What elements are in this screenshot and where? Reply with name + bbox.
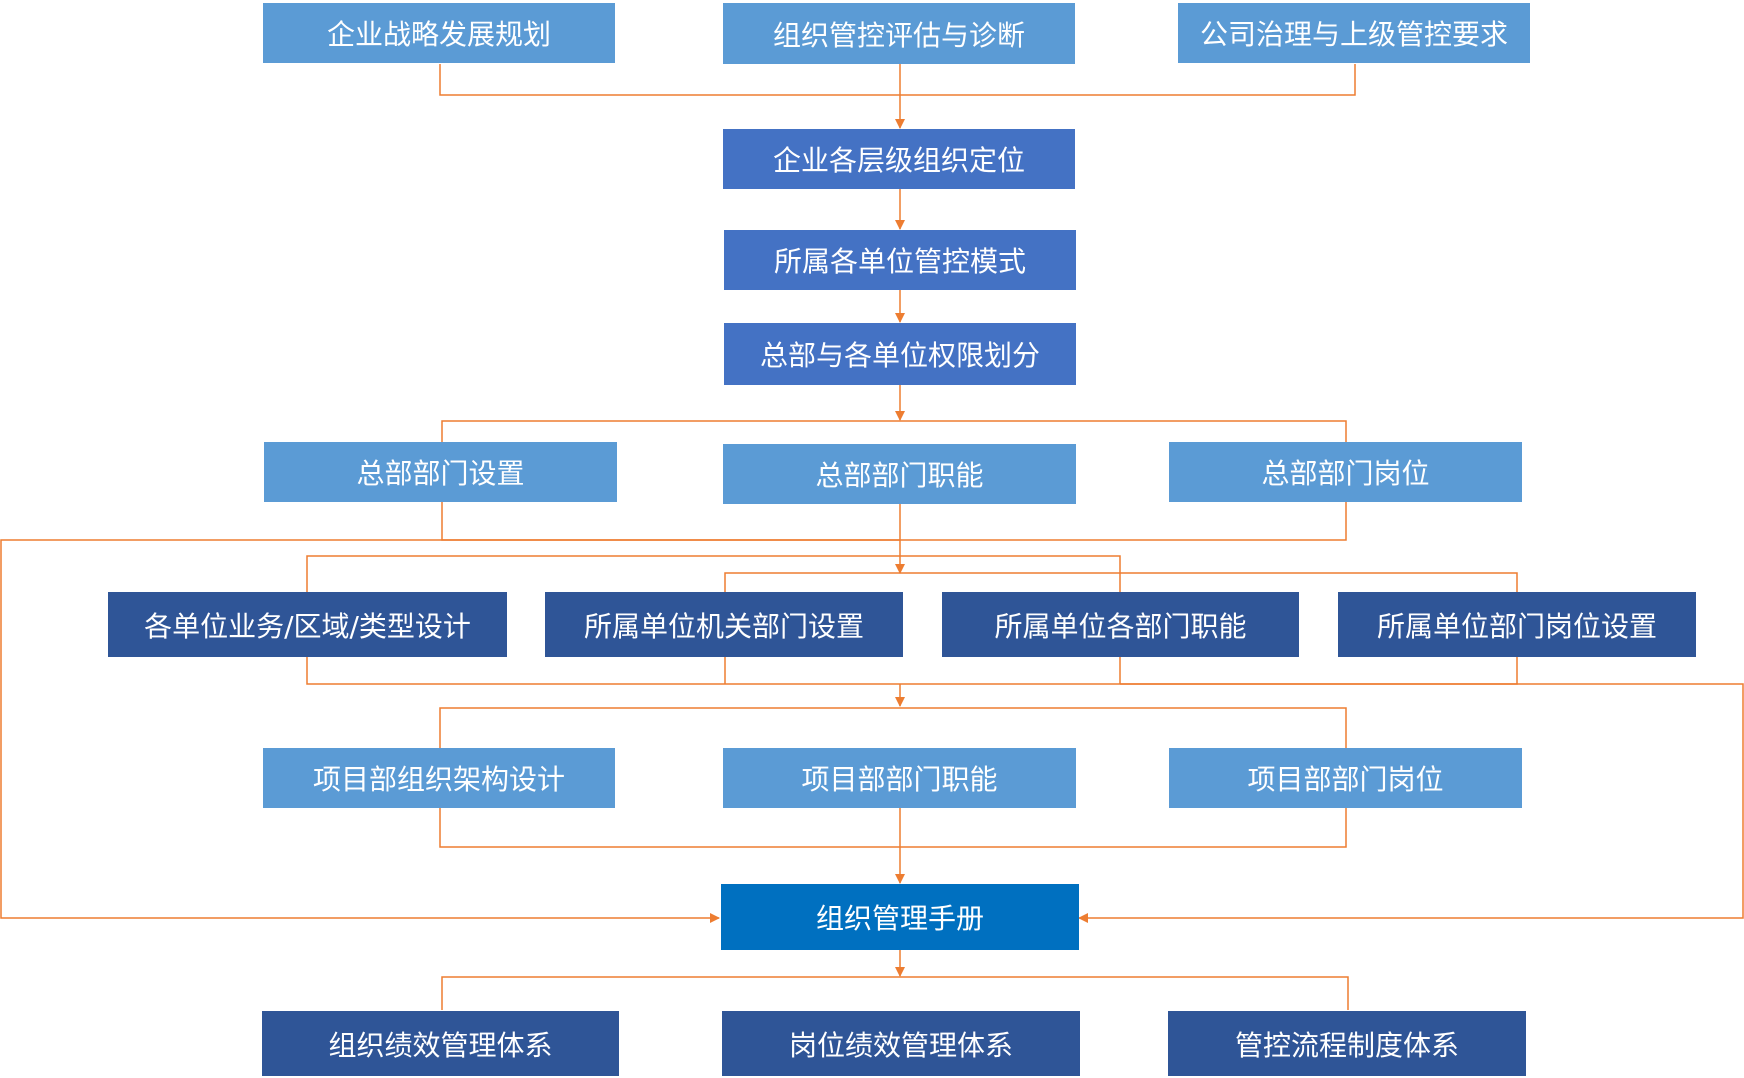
connector-bottom-split (441, 976, 1349, 1010)
node-label: 项目部部门岗位 (1247, 763, 1444, 796)
node-label: 项目部部门职能 (801, 763, 998, 796)
connector-project-split (439, 707, 1347, 748)
node-project-structure: 项目部组织架构设计 (263, 748, 615, 808)
node-label: 总部部门职能 (815, 459, 984, 492)
connector-right-loop (1078, 683, 1744, 923)
node-hq-dept-setup: 总部部门设置 (264, 442, 617, 502)
connector-left-loop (0, 539, 900, 923)
node-unit-dept-function: 所属单位各部门职能 (942, 592, 1299, 657)
node-hq-dept-post: 总部部门岗位 (1169, 442, 1522, 502)
node-label: 所属单位各部门职能 (994, 609, 1247, 643)
node-label: 所属单位部门岗位设置 (1376, 609, 1657, 643)
node-project-post: 项目部部门岗位 (1169, 748, 1522, 808)
node-hq-dept-function: 总部部门职能 (723, 444, 1076, 504)
node-label: 组织管控评估与诊断 (772, 18, 1025, 52)
node-unit-post-setup: 所属单位部门岗位设置 (1338, 592, 1696, 657)
node-label: 所属单位机关部门设置 (583, 609, 864, 643)
node-label: 项目部组织架构设计 (312, 763, 565, 796)
connector-hq-split (441, 420, 1347, 442)
connector-hq-merge (441, 502, 1347, 541)
node-unit-dept-setup: 所属单位机关部门设置 (545, 592, 903, 657)
node-unit-design: 各单位业务/区域/类型设计 (108, 592, 507, 657)
node-label: 公司治理与上级管控要求 (1199, 18, 1508, 51)
node-strategy: 企业战略发展规划 (263, 3, 615, 63)
node-assessment: 组织管控评估与诊断 (723, 3, 1075, 64)
node-label: 管控流程制度体系 (1234, 1028, 1459, 1062)
node-label: 所属各单位管控模式 (773, 245, 1026, 278)
connector-unit-merge (306, 657, 1518, 685)
node-label: 总部部门岗位 (1261, 457, 1430, 490)
node-label: 总部与各单位权限划分 (759, 339, 1040, 372)
node-label: 组织管理手册 (815, 902, 984, 935)
connector-unit-split-inner (724, 572, 1518, 592)
node-project-function: 项目部部门职能 (723, 748, 1076, 808)
node-org-performance: 组织绩效管理体系 (262, 1011, 619, 1076)
node-positioning: 企业各层级组织定位 (723, 129, 1075, 189)
node-label: 岗位绩效管理体系 (788, 1028, 1013, 1062)
connector-top-merge (439, 64, 1356, 96)
node-process-system: 管控流程制度体系 (1168, 1011, 1526, 1076)
node-authority: 总部与各单位权限划分 (724, 323, 1076, 385)
node-label: 企业各层级组织定位 (772, 144, 1025, 177)
node-governance: 公司治理与上级管控要求 (1178, 3, 1530, 63)
node-label: 组织绩效管理体系 (328, 1028, 553, 1062)
node-label: 各单位业务/区域/类型设计 (144, 609, 471, 643)
node-post-performance: 岗位绩效管理体系 (722, 1011, 1080, 1076)
connector-unit-split-outer (306, 555, 1121, 592)
node-label: 企业战略发展规划 (326, 18, 551, 51)
connector-project-merge (439, 808, 1347, 848)
node-label: 总部部门设置 (356, 457, 525, 490)
node-control-mode: 所属各单位管控模式 (724, 230, 1076, 290)
node-manual: 组织管理手册 (721, 884, 1079, 950)
